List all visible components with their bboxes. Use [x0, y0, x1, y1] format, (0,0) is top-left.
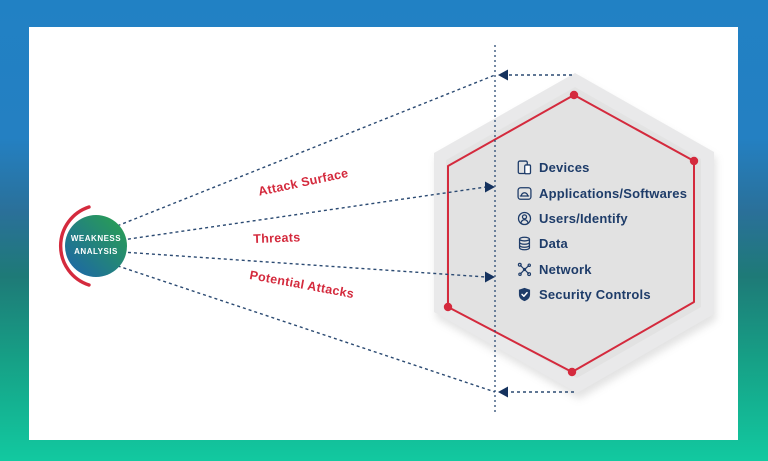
- asset-item-users: Users/Identify: [517, 206, 687, 231]
- shield-icon: [517, 287, 532, 302]
- application-icon: [517, 186, 532, 201]
- asset-item-label: Security Controls: [539, 287, 651, 303]
- connector-bottom: [111, 263, 496, 393]
- asset-item-network: Network: [517, 257, 687, 282]
- analysis-node-line1: WEAKNESS: [70, 234, 122, 244]
- weakness-analysis-node: WEAKNESS ANALYSIS: [65, 215, 127, 277]
- hexagon-vertex-dot: [567, 367, 577, 377]
- connector-attack-surface: [121, 186, 487, 241]
- device-icon: [517, 160, 532, 175]
- asset-item-label: Users/Identify: [539, 210, 628, 226]
- hexagon-vertex-dot: [689, 156, 699, 166]
- arrowhead-left-icon: [498, 69, 508, 81]
- hexagon-vertex-dot: [443, 302, 453, 312]
- arrowhead-left-icon: [498, 386, 508, 398]
- analysis-arc: [58, 205, 91, 287]
- asset-item-applications: Applications/Softwares: [517, 180, 687, 205]
- arrowhead-right-icon: [485, 181, 495, 193]
- asset-item-label: Data: [539, 236, 568, 252]
- connector-threats: [121, 251, 487, 278]
- hexagon-shadow: [436, 79, 716, 399]
- arrowhead-right-icon: [485, 271, 495, 283]
- asset-item-label: Applications/Softwares: [539, 185, 688, 201]
- asset-item-data: Data: [517, 231, 687, 256]
- database-icon: [517, 236, 532, 251]
- asset-item-label: Devices: [539, 160, 590, 176]
- threats-label: Threats: [253, 230, 301, 246]
- asset-item-label: Network: [539, 261, 592, 277]
- analysis-node-line2: ANALYSIS: [74, 247, 118, 256]
- user-icon: [517, 211, 532, 226]
- network-icon: [517, 262, 532, 277]
- asset-item-devices: Devices: [517, 155, 687, 180]
- connector-top: [111, 74, 496, 229]
- asset-item-security-controls: Security Controls: [517, 282, 687, 307]
- hexagon-vertex-dot: [569, 90, 579, 100]
- asset-list: Devices Applications/Softwares Users/Ide…: [517, 155, 687, 307]
